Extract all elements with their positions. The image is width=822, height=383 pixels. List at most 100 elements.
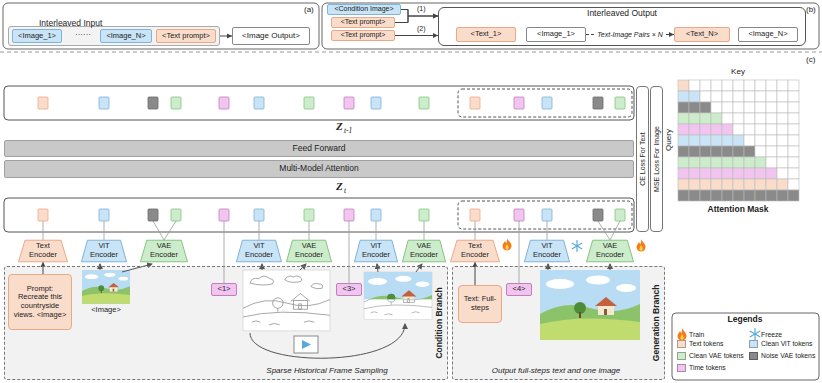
mask-cell xyxy=(678,179,689,190)
node-text: ViT Encoder xyxy=(530,242,564,259)
node-text: <Text_1> xyxy=(471,30,502,39)
mask-cell xyxy=(689,146,700,157)
mask-cell xyxy=(788,146,799,157)
mask-cell xyxy=(788,113,799,124)
mask-cell xyxy=(733,102,744,113)
label-text: (a) xyxy=(304,5,314,14)
mask-cell xyxy=(689,179,700,190)
node-text: Interleaved Input xyxy=(39,19,102,29)
feeder-line xyxy=(43,221,44,240)
branch-panel: Generation Branch Text: Full-steps <4> xyxy=(452,266,665,380)
token xyxy=(38,209,48,221)
mask-cell xyxy=(766,135,777,146)
token xyxy=(542,97,552,109)
label-text: <Image> xyxy=(91,306,121,315)
mask-cell xyxy=(777,135,788,146)
token xyxy=(304,209,314,221)
mask-cell xyxy=(744,168,755,179)
label-box: (a) xyxy=(304,5,314,14)
text-tag: <Text prompt> xyxy=(331,30,395,41)
legend-item: Time tokens xyxy=(677,364,726,372)
mask-cell xyxy=(711,113,722,124)
legend-item: Text tokens xyxy=(677,340,723,348)
token xyxy=(99,209,109,221)
node-text: VAE Encoder xyxy=(592,242,628,259)
legend-swatch xyxy=(677,352,686,360)
token xyxy=(593,209,603,221)
mask-cell xyxy=(766,157,777,168)
node-text: <3> xyxy=(343,285,356,294)
mask-cell xyxy=(755,80,766,91)
mask-cell xyxy=(722,157,733,168)
mask-cell xyxy=(678,146,689,157)
panel-frame xyxy=(3,3,319,49)
node-text: Text Encoder xyxy=(456,242,494,259)
token xyxy=(254,209,264,221)
token xyxy=(542,209,552,221)
mask-cell xyxy=(755,146,766,157)
feeder-line xyxy=(153,221,164,240)
mask-cell xyxy=(777,168,788,179)
output-group: Interleaved Output<Text_1><Image_1><Text… xyxy=(438,7,806,46)
label-text: Legends xyxy=(728,315,763,325)
node-text: <Text_N> xyxy=(686,30,718,39)
freeze-icon xyxy=(750,329,760,340)
trapezoid xyxy=(81,240,126,262)
layer-bar: Multi-Model Attention xyxy=(4,160,634,178)
time-tag: <4> xyxy=(506,283,532,296)
node-text: <Condition Image> xyxy=(334,5,393,13)
label-text: t-1 xyxy=(344,127,352,136)
label-box: Z xyxy=(336,180,343,193)
feeder-line xyxy=(475,221,476,240)
output-span xyxy=(458,201,632,229)
label-text: Z xyxy=(336,180,343,193)
label-text: Output full-steps text and one image xyxy=(492,366,621,375)
output-span xyxy=(458,89,632,117)
trapezoid xyxy=(524,240,569,262)
mask-cell xyxy=(744,113,755,124)
connector-line xyxy=(395,35,438,36)
token xyxy=(254,97,264,109)
edge-label-box: Text-Image Pairs × N xyxy=(595,30,665,38)
encoder-block: VAE Encoder xyxy=(402,240,446,262)
mask-cell xyxy=(744,124,755,135)
trapezoid xyxy=(586,240,633,262)
token xyxy=(344,97,354,109)
feeder-line xyxy=(424,221,425,240)
image-tag: <Condition Image> xyxy=(327,4,401,15)
mask-cell xyxy=(755,179,766,190)
mask-cell xyxy=(755,102,766,113)
mask-cell xyxy=(722,80,733,91)
mask-cell xyxy=(766,102,777,113)
feeder-line xyxy=(547,221,548,240)
feeder-line xyxy=(610,221,620,240)
mask-cell xyxy=(700,135,711,146)
node-text: Feed Forward xyxy=(293,144,346,154)
text-tag: <Text_N> xyxy=(674,27,730,42)
token-row xyxy=(4,86,634,120)
mask-cell xyxy=(689,190,700,201)
train-icon xyxy=(636,239,645,252)
mask-cell xyxy=(689,102,700,113)
feed-arrow xyxy=(548,264,549,270)
mask-cell xyxy=(788,179,799,190)
mask-cell xyxy=(722,113,733,124)
label-text: Sparse Historical Frame Sampling xyxy=(266,366,387,375)
node-text: Generation Branch xyxy=(652,285,662,362)
prompt-box: Text: Full-steps xyxy=(458,285,502,323)
mask-cell xyxy=(755,124,766,135)
generated-image xyxy=(540,270,640,340)
mask-cell xyxy=(722,168,733,179)
train-icon xyxy=(677,328,686,341)
play-symbol xyxy=(302,340,311,349)
feeder-line xyxy=(376,221,377,240)
edge-label: Text-Image Pairs × N xyxy=(595,30,665,38)
encoder-block: Text Encoder xyxy=(450,240,500,262)
mask-cell xyxy=(755,135,766,146)
legend-swatch xyxy=(677,340,686,348)
token xyxy=(219,97,229,109)
feed-arrow xyxy=(262,264,263,270)
partial-frame xyxy=(364,272,432,320)
encoder-block: ViT Encoder xyxy=(354,240,398,262)
